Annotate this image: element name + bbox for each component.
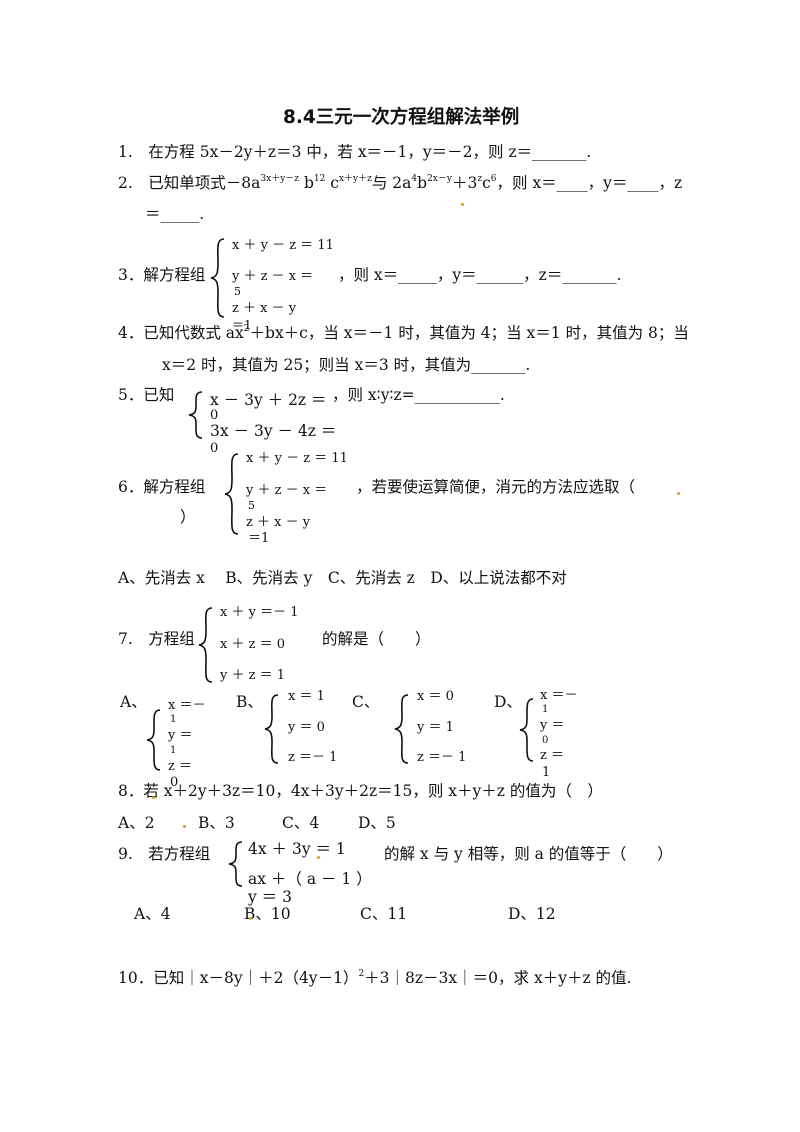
question-6-suffix: ，若要使运算简便，消元的方法应选取（ xyxy=(356,478,636,496)
question-9-suffix: 的解 x 与 y 相等，则 a 的值等于（ ） xyxy=(384,845,673,863)
q9-option-d: D、12 xyxy=(508,905,556,923)
q8-option-d: D、5 xyxy=(358,814,396,832)
q6-equation-1: x ＋ y － z ＝ 11 xyxy=(246,451,348,466)
q8-option-b: B、3 xyxy=(198,814,235,832)
q3-equation-1: x ＋ y － z ＝ 11 xyxy=(232,238,334,253)
q5-equation-1-cont: 0 xyxy=(210,408,219,423)
q9-option-a: A、4 xyxy=(134,905,171,923)
question-5-prefix: 5．已知 xyxy=(118,386,175,404)
decorative-dot xyxy=(183,825,186,828)
q7-option-a-line-2-cont: 1 xyxy=(170,745,177,756)
q7-option-d-line-1-cont: 1 xyxy=(542,704,549,715)
q7-option-b-brace-icon xyxy=(264,694,279,764)
q9-equation-1: 4x ＋ 3y ＝ 1 xyxy=(248,840,346,858)
q9-equation-2: ax ＋（ a － 1 ） xyxy=(248,870,372,888)
q6-equation-2: y ＋ z － x ＝ xyxy=(246,483,328,498)
question-6-prefix: 6．解方程组 xyxy=(118,478,206,496)
question-9-prefix: 9. 若方程组 xyxy=(118,845,211,863)
q3-equation-3: z ＋ x － y xyxy=(232,301,297,316)
q7-option-d-label: D、 xyxy=(494,693,522,711)
decorative-dot xyxy=(317,856,320,859)
page-title: 8.4三元一次方程组解法举例 xyxy=(283,107,520,128)
q7-option-a-line-3: z ＝ xyxy=(168,759,192,774)
q7-option-b-line-1: x ＝ 1 xyxy=(288,689,325,704)
q7-option-a-line-1: x ＝－ xyxy=(168,698,206,713)
q7-option-d-line-2-cont: 0 xyxy=(542,735,549,746)
question-3-prefix: 3．解方程组 xyxy=(118,266,206,284)
question-7-suffix: 的解是（ ） xyxy=(322,630,431,648)
q3-equation-2-cont: 5 xyxy=(234,285,241,298)
decorative-dot xyxy=(249,917,252,920)
q7-option-d-line-3: z ＝ xyxy=(540,748,564,763)
q9-brace-icon xyxy=(228,841,243,887)
question-8: 8．若 x＋2y＋3z＝10，4x＋3y＋2z＝15，则 x＋y＋z 的值为（ … xyxy=(118,782,603,800)
q5-equation-2-cont: 0 xyxy=(210,441,219,456)
q9-option-b: B、10 xyxy=(244,905,291,923)
q7-option-c-brace-icon xyxy=(394,694,409,764)
q8-option-c: C、4 xyxy=(282,814,320,832)
q7-option-b-line-2: y ＝ 0 xyxy=(288,720,325,735)
q3-equation-3-cont: ＝1 xyxy=(232,318,252,332)
q7-option-c-line-3: z ＝－ 1 xyxy=(417,750,467,765)
q7-option-d-line-1: x ＝－ xyxy=(540,688,578,703)
question-2-line-2: ＝_____. xyxy=(145,205,205,223)
decorative-dot xyxy=(677,492,680,495)
q7-equation-3: y ＋ z ＝ 1 xyxy=(220,668,285,683)
q7-option-a-line-2: y ＝ xyxy=(168,728,193,743)
q7-option-b-label: B、 xyxy=(236,693,263,711)
q8-option-a: A、2 xyxy=(118,814,155,832)
decorative-dot xyxy=(461,203,464,206)
q5-equation-2: 3x － 3y － 4z ＝ xyxy=(210,422,337,440)
q7-option-a-brace-icon xyxy=(146,709,161,771)
question-4-line-2: x＝2 时，其值为 25；则当 x＝3 时，其值为_______. xyxy=(162,356,531,374)
question-1: 1. 在方程 5x－2y＋z＝3 中，若 x＝－1，y＝－2，则 z＝_____… xyxy=(118,143,592,161)
q7-option-d-line-3-cont: 1 xyxy=(542,765,551,780)
q3-brace-icon xyxy=(210,238,225,318)
q7-option-b-line-3: z ＝－ 1 xyxy=(288,750,338,765)
question-6-options: A、先消去 x B、先消去 y C、先消去 z D、以上说法都不对 xyxy=(118,569,567,587)
q6-equation-3: z ＋ x － y xyxy=(246,515,311,530)
question-7-prefix: 7. 方程组 xyxy=(118,630,195,648)
q7-equation-2: x ＋ z ＝ 0 xyxy=(220,637,285,652)
q6-brace-icon xyxy=(224,453,239,535)
question-10: 10．已知｜x－8y｜＋2（4y－1）2＋3｜8z－3x｜＝0，求 x＋y＋z … xyxy=(118,969,632,987)
q7-brace-icon xyxy=(198,607,213,683)
q3-equation-2: y ＋ z － x ＝ xyxy=(232,269,314,284)
question-4-line-1: 4．已知代数式 ax2＋bx＋c，当 x＝－1 时，其值为 4；当 x＝1 时，… xyxy=(118,324,689,342)
decorative-dot xyxy=(152,796,155,799)
q7-option-c-line-1: x ＝ 0 xyxy=(417,689,454,704)
q5-equation-1: x － 3y ＋ 2z ＝ xyxy=(210,391,327,409)
q7-option-d-line-2: y ＝ xyxy=(540,718,565,733)
q9-equation-2-cont: y ＝ 3 xyxy=(248,888,292,906)
q6-equation-3-cont: ＝1 xyxy=(248,531,270,546)
q7-equation-1: x ＋ y ＝－ 1 xyxy=(220,605,299,620)
q7-option-a-label: A、 xyxy=(120,693,147,711)
q6-equation-2-cont: 5 xyxy=(248,499,255,512)
q7-option-a-line-1-cont: 1 xyxy=(170,714,177,725)
q7-option-c-line-2: y ＝ 1 xyxy=(417,720,454,735)
q7-option-d-brace-icon xyxy=(519,698,534,762)
q7-option-c-label: C、 xyxy=(352,693,380,711)
q9-option-c: C、11 xyxy=(360,905,408,923)
q5-brace-icon xyxy=(188,391,203,439)
q7-option-a-line-3-cont: 0 xyxy=(170,775,179,790)
question-5-suffix: ，则 x∶y∶z=___________. xyxy=(332,386,505,404)
question-3-suffix: ，则 x＝_____，y＝______，z＝_______. xyxy=(338,266,622,284)
question-6-close-paren: ） xyxy=(180,508,196,526)
question-2-line-1: 2. 已知单项式－8a3x＋y－z b12 cx＋y＋z与 2a4b2x－y＋3… xyxy=(118,174,683,192)
